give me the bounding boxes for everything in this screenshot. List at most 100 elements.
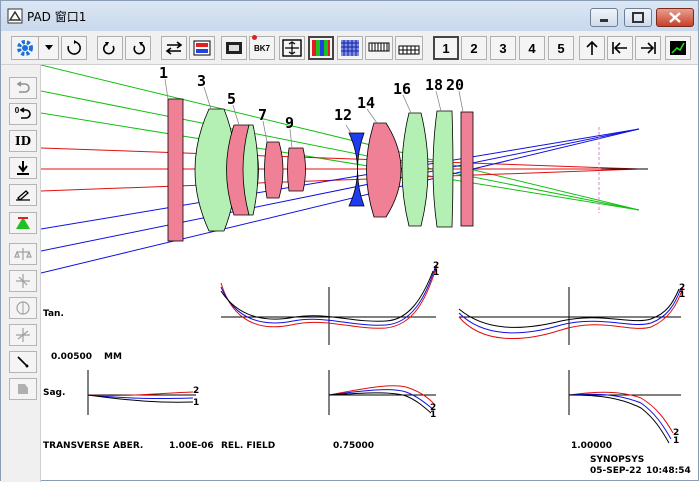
pen-icon — [17, 356, 29, 368]
red-ray-bundle — [41, 147, 640, 192]
lens-12 — [348, 132, 365, 207]
scale-value: 0.00500 — [51, 352, 92, 362]
time-stamp: 10:48:54 — [646, 466, 691, 476]
lens-18 — [432, 110, 454, 228]
undo-button[interactable] — [9, 77, 37, 99]
lens-16 — [401, 112, 429, 227]
settings-button[interactable] — [11, 36, 39, 60]
maximize-icon — [632, 12, 644, 23]
last-button[interactable] — [635, 36, 661, 60]
title-bar: PAD 窗口1 — [1, 1, 698, 31]
grid-icon — [398, 45, 420, 55]
element-number: 20 — [446, 76, 464, 94]
spot-pattern-icon — [341, 40, 359, 56]
arrow-up-icon — [586, 40, 598, 55]
element-number: 5 — [227, 90, 236, 108]
curve-label: 1 — [433, 268, 439, 278]
sag-plot-full — [568, 370, 681, 444]
plot-button[interactable] — [665, 36, 691, 60]
curve-label: 1 — [193, 398, 199, 408]
minimize-button[interactable] — [590, 8, 618, 27]
refresh-icon — [67, 40, 81, 55]
zero-label: 0 — [14, 105, 20, 115]
move-up-button[interactable] — [579, 36, 605, 60]
shape-icon — [18, 384, 28, 394]
tan-label: Tan. — [43, 309, 64, 319]
curve-label: 1 — [430, 410, 436, 420]
element-number: 7 — [258, 106, 267, 124]
maximize-button[interactable] — [624, 8, 652, 27]
gear-icon — [17, 40, 33, 56]
crosshair-box-icon — [282, 39, 302, 57]
window-title: PAD 窗口1 — [27, 10, 87, 24]
pivot-button[interactable] — [9, 270, 37, 292]
tan-plot-full — [458, 286, 684, 345]
refresh-button[interactable] — [61, 36, 87, 60]
rotate-left-icon — [103, 42, 115, 55]
lens-9 — [287, 147, 306, 192]
fit-view-button[interactable] — [279, 36, 305, 60]
download-button[interactable] — [9, 157, 37, 179]
balance-button[interactable] — [9, 243, 37, 265]
triangle-button[interactable] — [9, 212, 37, 234]
date-stamp: 05-SEP-22 — [590, 466, 642, 476]
swap-arrows-icon — [165, 41, 183, 55]
keyboard-button[interactable] — [365, 36, 393, 60]
page-button-2[interactable]: 2 — [461, 36, 487, 60]
curve-label: 2 — [433, 261, 439, 271]
minimize-icon — [600, 19, 608, 22]
curve-label: 2 — [430, 403, 436, 413]
spectrum-button[interactable] — [308, 36, 334, 60]
lens-view-button[interactable] — [189, 36, 215, 60]
aperture-button[interactable] — [9, 297, 37, 319]
shape-button[interactable] — [9, 378, 37, 400]
first-button[interactable] — [607, 36, 633, 60]
curve-label: 1 — [679, 290, 685, 300]
draw-button[interactable] — [9, 351, 37, 373]
sag-plot-mid — [328, 370, 436, 415]
close-button[interactable] — [656, 8, 694, 27]
film-button[interactable] — [221, 36, 247, 60]
curve-labels: 2 1 2 1 2 1 2 1 2 1 — [193, 261, 685, 446]
settings-dropdown[interactable] — [39, 36, 59, 60]
element-number: 16 — [393, 80, 411, 98]
curve-label: 2 — [193, 386, 199, 396]
element-number: 1 — [159, 65, 168, 82]
curve-label: 2 — [673, 428, 679, 438]
curve-label: 1 — [673, 436, 679, 446]
reset-zero-button[interactable]: 0 — [9, 103, 37, 125]
rel-field-label: REL. FIELD — [221, 441, 275, 451]
edit-button[interactable] — [9, 184, 37, 206]
rotate-left-button[interactable] — [97, 36, 123, 60]
page-button-4[interactable]: 4 — [519, 36, 545, 60]
id-button[interactable]: ID — [9, 130, 37, 152]
rotate-right-button[interactable] — [125, 36, 151, 60]
page-button-3[interactable]: 3 — [490, 36, 516, 60]
element-number: 14 — [357, 94, 375, 112]
wavelength-value: 1.00E-06 — [169, 441, 214, 451]
lens-5b — [242, 124, 259, 216]
rotate-right-icon — [133, 42, 145, 55]
chevron-down-icon — [44, 45, 53, 50]
element-number: 3 — [197, 72, 206, 90]
undo-icon — [16, 81, 30, 93]
spot-diagram-button[interactable] — [337, 36, 363, 60]
element-labels: 1 3 5 7 9 12 14 16 18 20 — [159, 65, 464, 149]
element-number: 12 — [334, 106, 352, 124]
field-full-value: 1.00000 — [571, 441, 612, 451]
curve-label: 2 — [679, 283, 685, 293]
lens-14 — [366, 122, 402, 218]
program-name: SYNOPSYS — [590, 455, 644, 465]
grid-button[interactable] — [395, 36, 423, 60]
glass-catalog-button[interactable]: BK7 — [249, 34, 275, 60]
page-button-1[interactable]: 1 — [433, 36, 459, 60]
element-number: 18 — [425, 76, 443, 94]
pencil-icon — [16, 190, 30, 201]
plot-screen-icon — [670, 41, 686, 55]
pivot-icon — [16, 274, 30, 288]
app-icon — [7, 8, 23, 24]
page-button-5[interactable]: 5 — [548, 36, 574, 60]
swap-button[interactable] — [161, 36, 187, 60]
fold-button[interactable] — [9, 324, 37, 346]
sag-plot-left — [87, 370, 196, 415]
